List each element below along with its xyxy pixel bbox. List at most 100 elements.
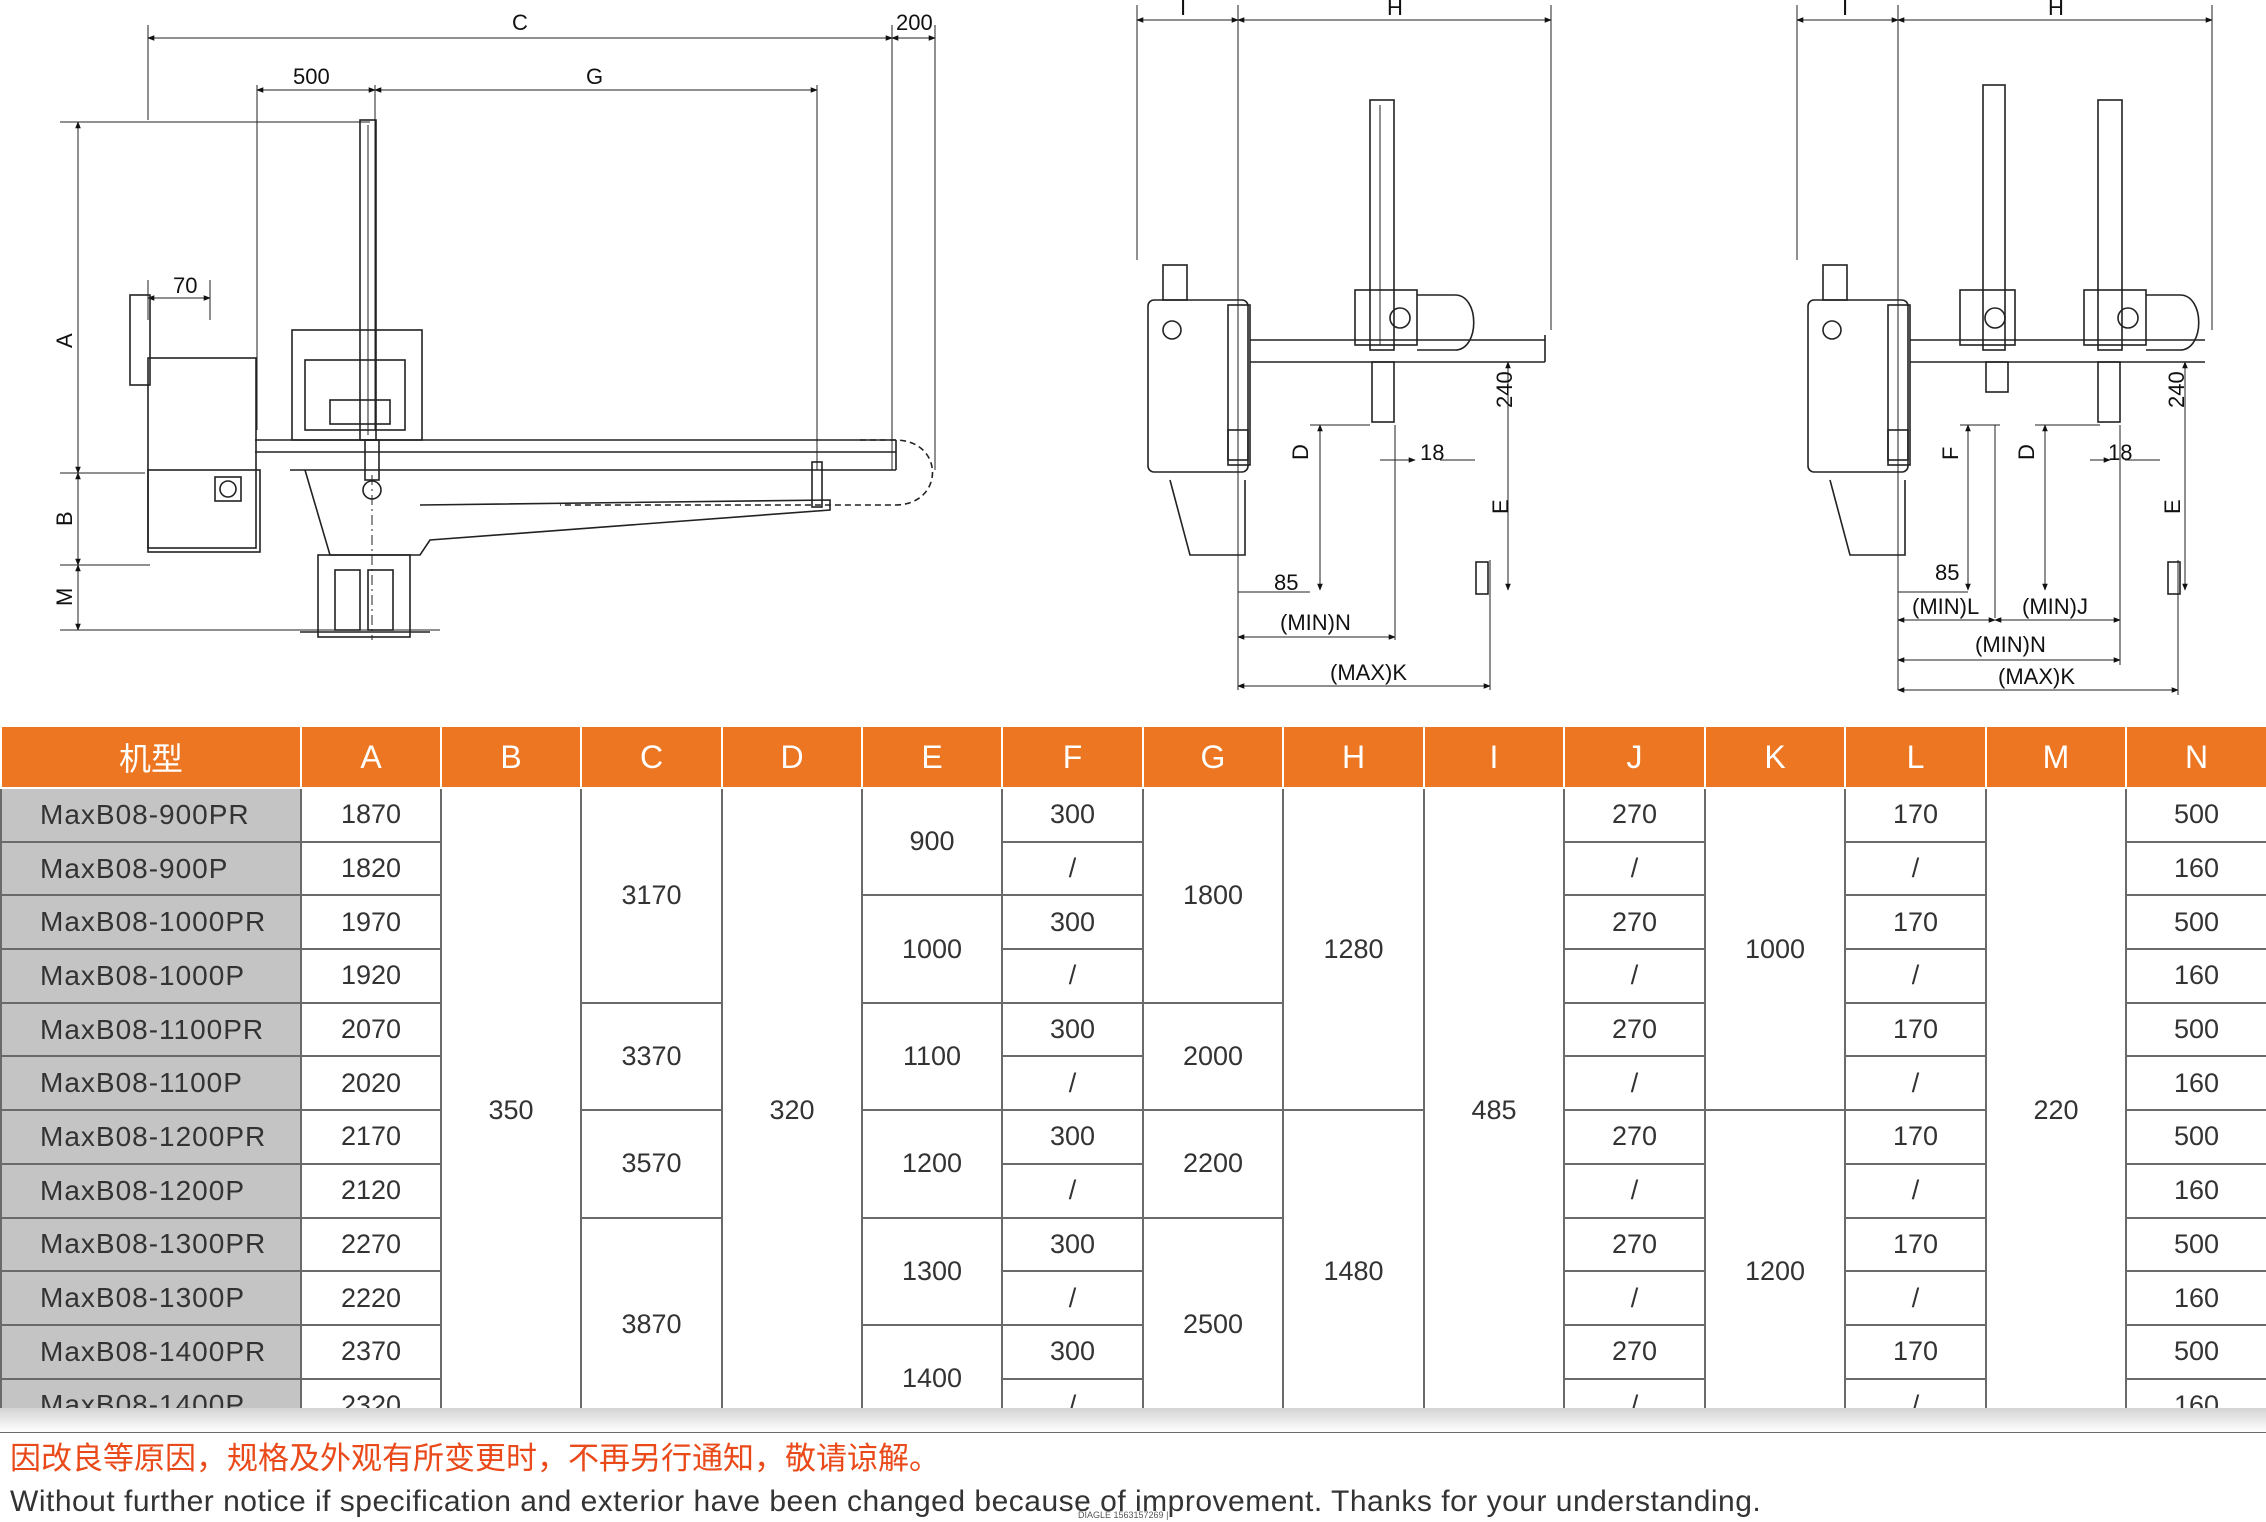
model-cell: MaxB08-1400PR [0,1323,302,1380]
header-i: I [1423,725,1565,789]
dim-e-label: E [1488,499,1513,514]
l-cell: / [1844,948,1987,1004]
table-row: MaxB08-1300PR 2270 3870 1300 300 2500 27… [0,1216,2266,1434]
table-row: MaxB08-900PR 1870 350 3170 320 900 300 1… [0,786,2266,1434]
dim-b-label: B [52,511,77,526]
h-cell: 1280 [1282,786,1425,1112]
n-cell: 500 [2125,1216,2266,1273]
a-cell: 2070 [300,1001,442,1058]
table-row: MaxB08-1200PR 2170 3570 1200 300 2200 14… [0,1109,2266,1434]
g-cell: 1800 [1142,787,1284,1004]
dim-h-label: H [1387,0,1403,20]
g-cell: 2000 [1142,1001,1284,1112]
c-cell: 3370 [580,1001,723,1112]
dim-max-k-label: (MAX)K [1330,660,1407,685]
dim-h-label-right: H [2048,0,2064,20]
j-cell: / [1563,1162,1706,1219]
header-l: L [1844,725,1987,789]
dim-min-l-label: (MIN)L [1912,594,1979,619]
d-cell: 320 [721,786,863,1434]
f-cell: 300 [1001,1216,1144,1273]
a-cell: 1820 [300,840,442,897]
table-row: MaxB08-1200P 2120 / / / 160 [0,1162,2266,1219]
header-g: G [1142,725,1284,789]
header-a: A [300,725,442,789]
m-cell: 220 [1985,786,2127,1434]
n-cell: 160 [2125,1270,2266,1326]
a-cell: 2020 [300,1055,442,1112]
dim-g-label: G [586,64,603,89]
j-cell: 270 [1563,1001,1706,1058]
b-cell: 350 [440,786,582,1434]
e-cell: 900 [861,786,1003,897]
a-cell: 2370 [300,1323,442,1380]
side-view-drawing [1136,5,1552,690]
header-b: B [440,725,582,789]
small-code-text: DIAGLE 1563157269 | [1078,1510,1169,1520]
l-cell: 170 [1844,1001,1987,1058]
f-cell: 300 [1001,1109,1144,1165]
f-cell: 300 [1001,787,1144,843]
dim-85-label-right: 85 [1935,560,1959,585]
header-n: N [2125,725,2266,789]
f-cell: / [1001,1055,1144,1112]
model-cell: MaxB08-1300P [0,1270,302,1326]
model-cell: MaxB08-1000PR [0,894,302,951]
dim-200-label: 200 [896,10,933,35]
h-cell: 1480 [1282,1109,1425,1434]
dim-max-k-label-right: (MAX)K [1998,664,2075,689]
table-header-row: 机型 A B C D E F G H I J K L M N [0,725,2266,789]
f-cell: / [1001,1162,1144,1219]
header-c: C [580,725,723,789]
l-cell: 170 [1844,1216,1987,1273]
n-cell: 160 [2125,1162,2266,1219]
dim-500-label: 500 [293,64,330,89]
n-cell: 500 [2125,1109,2266,1165]
f-cell: / [1001,948,1144,1004]
e-cell: 1300 [861,1216,1003,1326]
notice-english: Without further notice if specification … [10,1485,1762,1518]
model-cell: MaxB08-1100P [0,1055,302,1112]
i-cell: 485 [1423,786,1565,1434]
a-cell: 2170 [300,1109,442,1165]
j-cell: / [1563,1055,1706,1112]
header-e: E [861,725,1003,789]
header-k: K [1704,725,1846,789]
j-cell: / [1563,1270,1706,1326]
table-row: MaxB08-900P 1820 / / / 160 [0,840,2266,897]
n-cell: 500 [2125,1323,2266,1380]
table-row: MaxB08-1000P 1920 / / / 160 [0,948,2266,1004]
dim-18-label: 18 [1420,440,1444,465]
dual-arm-dimension-labels: I H 240 F D 18 E 85 (MIN)L (MIN)J (MIN)N… [1842,0,2189,689]
dual-arm-side-view-drawing [1796,5,2213,695]
f-cell: 300 [1001,894,1144,951]
e-cell: 1000 [861,894,1003,1004]
n-cell: 160 [2125,948,2266,1004]
model-cell: MaxB08-1200P [0,1162,302,1219]
c-cell: 3870 [580,1216,723,1434]
c-cell: 3570 [580,1109,723,1219]
dim-d-label-right: D [2014,444,2039,460]
a-cell: 1920 [300,948,442,1004]
model-cell: MaxB08-1000P [0,948,302,1004]
table-bottom-shadow [0,1408,2266,1432]
e-cell: 1100 [861,1001,1003,1112]
j-cell: 270 [1563,1323,1706,1380]
model-cell: MaxB08-1300PR [0,1216,302,1273]
l-cell: 170 [1844,1323,1987,1380]
dim-85-label: 85 [1274,570,1298,595]
n-cell: 160 [2125,1055,2266,1112]
n-cell: 500 [2125,1001,2266,1058]
n-cell: 160 [2125,840,2266,897]
side-view-dimension-labels: I H 240 D 18 E 85 (MIN)N (MAX)K [1180,0,1517,685]
dim-min-j-label: (MIN)J [2022,594,2088,619]
l-cell: / [1844,1270,1987,1326]
a-cell: 2120 [300,1162,442,1219]
l-cell: 170 [1844,894,1987,951]
front-view-dimension-labels: C 200 500 G 70 A B M [52,10,933,606]
header-j: J [1563,725,1706,789]
dim-m-label: M [52,588,77,606]
a-cell: 1970 [300,894,442,951]
dim-e-label-right: E [2160,499,2185,514]
dim-f-label-right: F [1938,447,1963,460]
